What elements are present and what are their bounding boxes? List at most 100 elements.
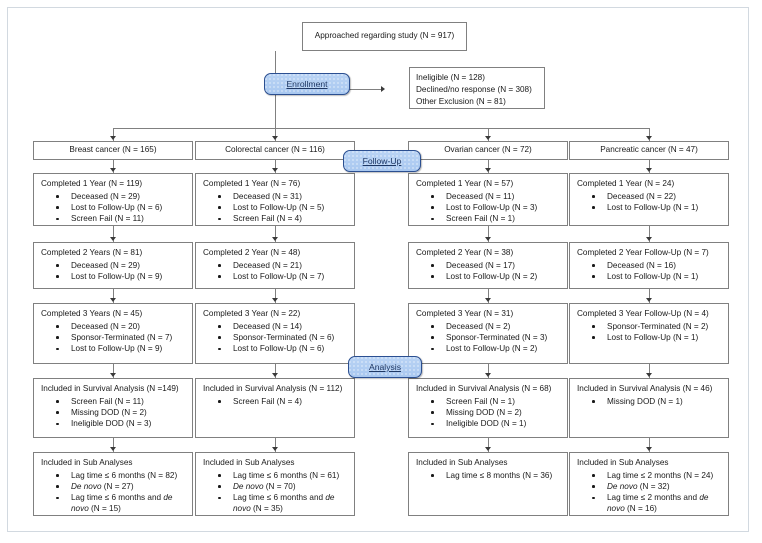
arrow-breast-1: [109, 168, 116, 172]
group-label-breast: Breast cancer (N = 165): [69, 145, 157, 155]
list-item: Missing DOD (N = 2): [54, 407, 186, 418]
list-item: Sponsor-Terminated (N = 7): [54, 332, 186, 343]
sub-box-pancreatic: Included in Sub Analyses Lag time ≤ 2 mo…: [569, 452, 729, 516]
exclusion-line-1: Ineligible (N = 128): [416, 73, 485, 82]
list-item: Screen Fail (N = 11): [54, 396, 186, 407]
group-label-pancreatic: Pancreatic cancer (N = 47): [600, 145, 698, 155]
list-item: Lag time ≤ 6 months and de novo (N = 15): [54, 492, 186, 514]
year2-list-breast: Deceased (N = 29) Lost to Follow-Up (N =…: [41, 260, 186, 282]
arrow-group-colorectal: [271, 136, 278, 140]
sub-header-pancreatic: Included in Sub Analyses: [577, 458, 669, 467]
connector-drop-pancreatic: [649, 128, 650, 141]
survival-box-ovarian: Included in Survival Analysis (N = 68) S…: [408, 378, 568, 438]
year1-box-ovarian: Completed 1 Year (N = 57) Deceased (N = …: [408, 173, 568, 226]
connector-pancreatic-2: [649, 226, 650, 242]
arrow-ovarian-5: [484, 447, 491, 451]
arrow-colorectal-5: [271, 447, 278, 451]
list-item: Deceased (N = 2): [429, 321, 561, 332]
year2-header-colorectal: Completed 2 Year (N = 48): [203, 248, 301, 257]
list-item: Deceased (N = 29): [54, 191, 186, 202]
connector-colorectal-1: [275, 160, 276, 173]
phase-pill-analysis-label: Analysis: [369, 362, 401, 372]
list-item: Lag time ≤ 6 months and de novo (N = 35): [216, 492, 348, 514]
list-item: Missing DOD (N = 1): [590, 396, 722, 407]
group-label-colorectal: Colorectal cancer (N = 116): [225, 145, 325, 155]
arrow-pancreatic-5: [645, 447, 652, 451]
list-item: Deceased (N = 14): [216, 321, 348, 332]
sub-list-pancreatic: Lag time ≤ 2 months (N = 24) De novo (N …: [577, 470, 722, 515]
connector-drop-breast: [113, 128, 114, 141]
sub-box-breast: Included in Sub Analyses Lag time ≤ 6 mo…: [33, 452, 193, 516]
list-item: Lost to Follow-Up (N = 9): [54, 271, 186, 282]
list-item: Lag time ≤ 8 months (N = 36): [429, 470, 561, 481]
arrow-breast-4: [109, 373, 116, 377]
list-item: Lag time ≤ 2 months and de novo (N = 16): [590, 492, 722, 514]
list-item: Lost to Follow-Up (N = 2): [429, 343, 561, 354]
list-item: Ineligible DOD (N = 1): [429, 418, 561, 429]
list-item: Deceased (N = 21): [216, 260, 348, 271]
connector-colorectal-3: [275, 289, 276, 303]
phase-pill-analysis[interactable]: Analysis: [348, 356, 422, 378]
year2-box-breast: Completed 2 Years (N = 81) Deceased (N =…: [33, 242, 193, 289]
list-item: Screen Fail (N = 4): [216, 396, 348, 407]
connector-colorectal-5: [275, 438, 276, 452]
list-item: Deceased (N = 16): [590, 260, 722, 271]
year2-header-pancreatic: Completed 2 Year Follow-Up (N = 7): [577, 248, 709, 257]
arrow-pancreatic-1: [645, 168, 652, 172]
group-box-colorectal: Colorectal cancer (N = 116): [195, 141, 355, 160]
survival-list-pancreatic: Missing DOD (N = 1): [577, 396, 722, 407]
list-item: Sponsor-Terminated (N = 6): [216, 332, 348, 343]
list-item: Lost to Follow-Up (N = 2): [429, 271, 561, 282]
year2-box-colorectal: Completed 2 Year (N = 48) Deceased (N = …: [195, 242, 355, 289]
connector-drop-ovarian: [488, 128, 489, 141]
survival-box-colorectal: Included in Survival Analysis (N = 112) …: [195, 378, 355, 438]
group-label-ovarian: Ovarian cancer (N = 72): [444, 145, 532, 155]
group-box-breast: Breast cancer (N = 165): [33, 141, 193, 160]
year3-header-breast: Completed 3 Years (N = 45): [41, 309, 143, 318]
connector-ovarian-5: [488, 438, 489, 452]
year3-header-colorectal: Completed 3 Year (N = 22): [203, 309, 301, 318]
phase-pill-follow-up[interactable]: Follow-Up: [343, 150, 421, 172]
arrow-ovarian-2: [484, 237, 491, 241]
list-item: Lag time ≤ 6 months (N = 82): [54, 470, 186, 481]
list-item: De novo (N = 70): [216, 481, 348, 492]
survival-header-colorectal: Included in Survival Analysis (N = 112): [203, 384, 343, 393]
year1-list-pancreatic: Deceased (N = 22) Lost to Follow-Up (N =…: [577, 191, 722, 213]
connector-colorectal-2: [275, 226, 276, 242]
year3-header-pancreatic: Completed 3 Year Follow-Up (N = 4): [577, 309, 709, 318]
year1-list-colorectal: Deceased (N = 31) Lost to Follow-Up (N =…: [203, 191, 348, 225]
group-box-pancreatic: Pancreatic cancer (N = 47): [569, 141, 729, 160]
exclusions-box: Ineligible (N = 128) Declined/no respons…: [409, 67, 545, 109]
year2-header-ovarian: Completed 2 Year (N = 38): [416, 248, 514, 257]
arrow-breast-3: [109, 298, 116, 302]
list-item: Screen Fail (N = 11): [54, 213, 186, 224]
connector-breast-1: [113, 160, 114, 173]
year1-header-pancreatic: Completed 1 Year (N = 24): [577, 179, 675, 188]
year3-box-ovarian: Completed 3 Year (N = 31) Deceased (N = …: [408, 303, 568, 364]
year2-list-colorectal: Deceased (N = 21) Lost to Follow-Up (N =…: [203, 260, 348, 282]
connector-pancreatic-1: [649, 160, 650, 173]
list-item: Ineligible DOD (N = 3): [54, 418, 186, 429]
connector-distributor-bar: [113, 128, 649, 129]
survival-list-breast: Screen Fail (N = 11) Missing DOD (N = 2)…: [41, 396, 186, 430]
sub-header-colorectal: Included in Sub Analyses: [203, 458, 295, 467]
list-item: Lost to Follow-Up (N = 5): [216, 202, 348, 213]
connector-drop-colorectal: [275, 128, 276, 141]
list-item: Lost to Follow-Up (N = 1): [590, 271, 722, 282]
phase-pill-enrollment[interactable]: Enrollment: [264, 73, 350, 95]
list-item: Lost to Follow-Up (N = 9): [54, 343, 186, 354]
list-item: Lag time ≤ 6 months (N = 61): [216, 470, 348, 481]
arrow-colorectal-4: [271, 373, 278, 377]
arrow-ovarian-3: [484, 298, 491, 302]
connector-colorectal-4: [275, 364, 276, 378]
list-item: Deceased (N = 20): [54, 321, 186, 332]
year2-header-breast: Completed 2 Years (N = 81): [41, 248, 143, 257]
arrow-group-breast: [109, 136, 116, 140]
year2-list-ovarian: Deceased (N = 17) Lost to Follow-Up (N =…: [416, 260, 561, 282]
list-item: Screen Fail (N = 4): [216, 213, 348, 224]
list-item: Deceased (N = 11): [429, 191, 561, 202]
survival-header-ovarian: Included in Survival Analysis (N = 68): [416, 384, 552, 393]
list-item: Deceased (N = 29): [54, 260, 186, 271]
sub-box-colorectal: Included in Sub Analyses Lag time ≤ 6 mo…: [195, 452, 355, 516]
year3-header-ovarian: Completed 3 Year (N = 31): [416, 309, 514, 318]
